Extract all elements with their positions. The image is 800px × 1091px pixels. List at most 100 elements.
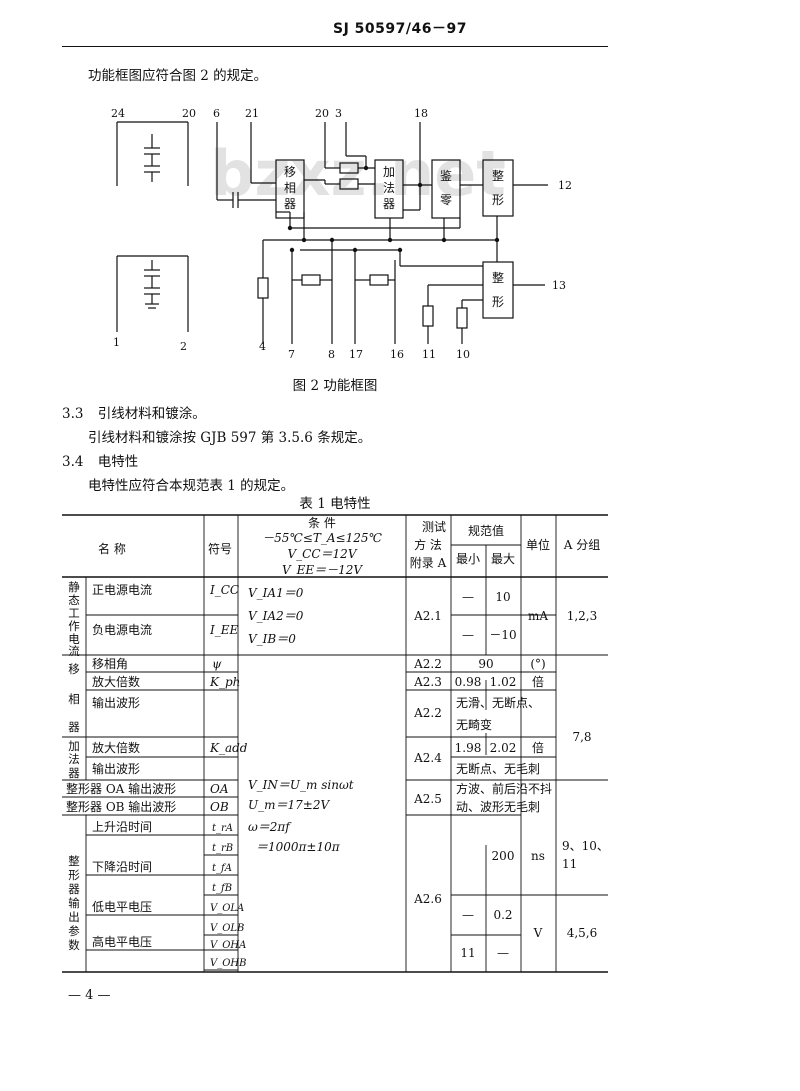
row-symbol: K_ph xyxy=(209,675,240,689)
header-spec: 规范值 xyxy=(468,523,504,538)
cell-spec: 方波、前后沿不抖 xyxy=(456,781,552,796)
document-code-header: SJ 50597/46－97 xyxy=(333,21,467,37)
row-symbol: I_CC xyxy=(209,583,239,597)
block-phase-shifter-label: 器 xyxy=(284,197,296,211)
pin-label: 11 xyxy=(422,348,436,361)
pin-label: 1 xyxy=(113,336,120,349)
block-shaper-label: 形 xyxy=(492,295,504,309)
pin-label: 6 xyxy=(213,107,220,120)
cell-min: 0.98 xyxy=(455,675,482,689)
cell-unit: (°) xyxy=(530,657,545,671)
block-comparator-label: 零 xyxy=(440,193,452,207)
row-symbol: K_add xyxy=(209,741,248,755)
header-group: A 分组 xyxy=(563,538,600,552)
intro-paragraph: 功能框图应符合图 2 的规定。 xyxy=(88,68,268,84)
header-method: 方 法 xyxy=(414,537,442,552)
row-symbol: OB xyxy=(210,800,229,814)
row-symbol: OA xyxy=(210,782,229,796)
row-condition: V_IA1＝0 xyxy=(248,586,304,600)
pin-label: 2 xyxy=(180,340,187,353)
cell-min: 1.98 xyxy=(455,741,482,755)
cell-max: — xyxy=(497,946,509,960)
section-number: 3.4 xyxy=(62,454,84,470)
section-body: 电特性应符合本规范表 1 的规定。 xyxy=(88,478,295,494)
row-name: 高电平电压 xyxy=(92,934,152,949)
header-rule xyxy=(62,46,608,47)
row-symbol: ψ xyxy=(212,657,222,671)
header-max: 最大 xyxy=(491,552,515,566)
cell-min: — xyxy=(462,908,474,922)
section-number: 3.3 xyxy=(62,406,84,422)
pin-label: 20 xyxy=(182,107,196,120)
cell-spec: 动、波形无毛刺 xyxy=(456,800,540,814)
header-conditions: 条 件 xyxy=(308,516,336,530)
row-symbol: t_rB xyxy=(212,843,233,854)
header-condition-line: V_CC＝12V xyxy=(288,547,358,561)
pin-label: 24 xyxy=(111,107,125,120)
cell-spec: 无滑、无断点、 xyxy=(456,695,540,710)
group-shaper-label: 输 xyxy=(68,896,80,910)
group-shaper-label: 数 xyxy=(68,938,80,952)
cell-unit: 倍 xyxy=(532,674,544,689)
block-adder-label: 加 xyxy=(383,165,395,179)
row-method: A2.1 xyxy=(413,609,442,623)
row-symbol: t_fA xyxy=(212,863,232,874)
header-method: 附录 A xyxy=(410,556,447,570)
row-method: A2.3 xyxy=(413,675,442,689)
functional-block-diagram: bzxz.net xyxy=(111,107,572,361)
cell-group: 4,5,6 xyxy=(567,926,598,940)
block-shaper-label: 整 xyxy=(492,168,504,183)
block-shaper-label: 形 xyxy=(492,193,504,207)
group-static-label: 电 xyxy=(68,632,80,646)
row-method: A2.2 xyxy=(413,706,442,720)
section-title: 电特性 xyxy=(97,454,139,470)
header-method: 试 xyxy=(434,519,446,534)
pin-label: 13 xyxy=(552,279,566,292)
group-shaper-label: 器 xyxy=(68,882,80,896)
group-shaper-label: 出 xyxy=(68,910,80,924)
row-symbol: t_rA xyxy=(212,823,233,834)
pin-label: 16 xyxy=(390,348,404,361)
row-condition: U_m＝17±2V xyxy=(248,798,330,812)
cell-unit: 倍 xyxy=(532,740,544,755)
block-comparator-label: 鉴 xyxy=(440,169,452,183)
header-method: 测 xyxy=(422,520,434,534)
row-name: 整形器 OA 输出波形 xyxy=(66,781,176,796)
block-adder-label: 法 xyxy=(383,181,395,195)
group-static-label: 工 xyxy=(68,606,80,620)
pin-label: 18 xyxy=(414,107,428,120)
cell-min: — xyxy=(462,628,474,642)
group-phase-label: 移 xyxy=(68,662,80,676)
row-name: 输出波形 xyxy=(92,695,140,710)
cell-group: 11 xyxy=(562,857,577,871)
group-adder-label: 器 xyxy=(68,766,80,780)
row-name: 放大倍数 xyxy=(92,674,140,689)
block-shaper-label: 整 xyxy=(492,270,504,285)
pin-label: 10 xyxy=(456,348,470,361)
group-static-label: 作 xyxy=(68,619,80,633)
header-unit: 单位 xyxy=(526,537,550,552)
pin-label: 7 xyxy=(288,348,295,361)
row-method: A2.6 xyxy=(413,892,442,906)
cell-min: 11 xyxy=(460,946,475,960)
pin-label: 20 xyxy=(315,107,329,120)
cell-max: 10 xyxy=(495,590,510,604)
cell-max: 2.02 xyxy=(490,741,517,755)
cell-min: — xyxy=(462,590,474,604)
figure-caption: 图 2 功能框图 xyxy=(292,378,378,394)
header-symbol: 符号 xyxy=(208,541,232,556)
row-symbol: I_EE xyxy=(209,623,239,637)
row-name: 移相角 xyxy=(92,657,128,671)
row-symbol: V_OHA xyxy=(210,940,246,951)
row-method: A2.2 xyxy=(413,657,442,671)
cell-unit: mA xyxy=(528,609,548,623)
header-min: 最小 xyxy=(456,552,480,566)
block-adder-label: 器 xyxy=(383,197,395,211)
section-3-4: 3.4 电特性 xyxy=(62,450,138,470)
group-static-label: 流 xyxy=(68,644,80,658)
row-condition: V_IN＝U_m sinωt xyxy=(248,778,354,792)
section-body: 引线材料和镀涂按 GJB 597 第 3.5.6 条规定。 xyxy=(88,430,372,446)
row-symbol: V_OHB xyxy=(210,958,247,969)
row-method: A2.4 xyxy=(413,751,442,765)
electrical-characteristics-table: 名 称 符号 条 件 －55℃≤T_A≤125℃ V_CC＝12V V_EE＝－… xyxy=(62,514,609,973)
